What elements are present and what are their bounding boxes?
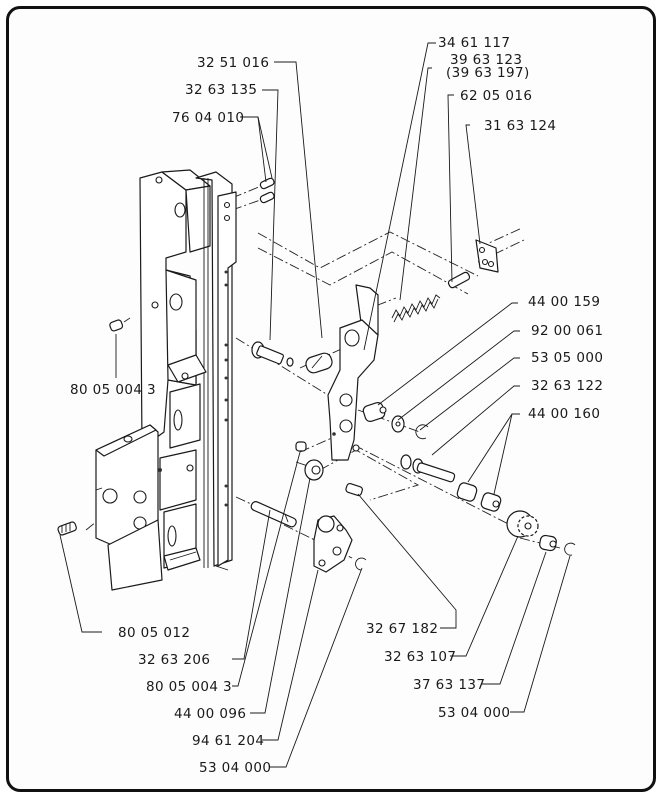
bushings-44-00-160 [456,482,502,512]
label-80-05-004-3-upper: 80 05 004 3 [70,382,156,398]
label-53-04-000-left: 53 04 000 [199,760,271,776]
spring-39-63-123 [391,294,441,323]
label-80-05-012: 80 05 012 [118,625,190,641]
bushing-37-63-137 [539,534,557,552]
label-92-00-061: 92 00 061 [531,323,603,339]
label-76-04-010: 76 04 010 [172,110,244,126]
e-clip-53-04-000-left [355,557,367,571]
grub-screw-80-05-004-3-lower [295,441,307,452]
label-32-63-122: 32 63 122 [531,378,603,394]
label-44-00-159: 44 00 159 [528,294,600,310]
grub-screw-80-05-004-3-upper [109,319,124,332]
stud-32-63-135 [251,341,294,367]
screw-76-04-010 [259,177,275,204]
label-44-00-096: 44 00 096 [174,706,246,722]
shaft-32-63-206 [250,501,297,528]
bracket-31-63-124 [475,239,499,273]
screw-32-51-016 [305,352,333,374]
bushing-44-00-159 [362,402,387,422]
label-32-63-135: 32 63 135 [185,82,257,98]
lever-34-61-117 [327,284,379,461]
label-94-61-204: 94 61 204 [192,733,264,749]
grub-screw-80-05-012 [57,521,77,536]
shaft-32-63-122 [400,454,456,483]
label-37-63-137: 37 63 137 [413,677,485,693]
label-53-05-000: 53 05 000 [531,350,603,366]
pin-62-05-016 [447,271,471,289]
leader-lines [59,42,571,768]
label-32-63-107: 32 63 107 [384,649,456,665]
label-32-63-206: 32 63 206 [138,652,210,668]
bearing-44-00-096 [304,459,324,481]
label-62-05-016: 62 05 016 [460,88,532,104]
washer-92-00-061 [391,415,405,433]
label-39-63-123: 39 63 123 [450,52,522,68]
label-34-61-117: 34 61 117 [438,35,510,51]
label-44-00-160: 44 00 160 [528,406,600,422]
label-80-05-004-3-lower: 80 05 004 3 [146,679,232,695]
label-32-51-016: 32 51 016 [197,55,269,71]
e-clip-53-05-000 [415,424,429,440]
gear-32-63-107 [506,510,539,538]
label-31-63-124: 31 63 124 [484,118,556,134]
e-clip-53-04-000-right [564,542,576,556]
part-labels: 32 51 016 32 63 135 76 04 010 34 61 117 … [70,35,603,776]
arm-94-61-204 [313,515,353,573]
label-39-63-197: (39 63 197) [446,65,530,81]
main-frame-casting [95,169,237,591]
label-32-67-182: 32 67 182 [366,621,438,637]
pin-32-67-182 [345,482,363,497]
label-53-04-000-right: 53 04 000 [438,705,510,721]
